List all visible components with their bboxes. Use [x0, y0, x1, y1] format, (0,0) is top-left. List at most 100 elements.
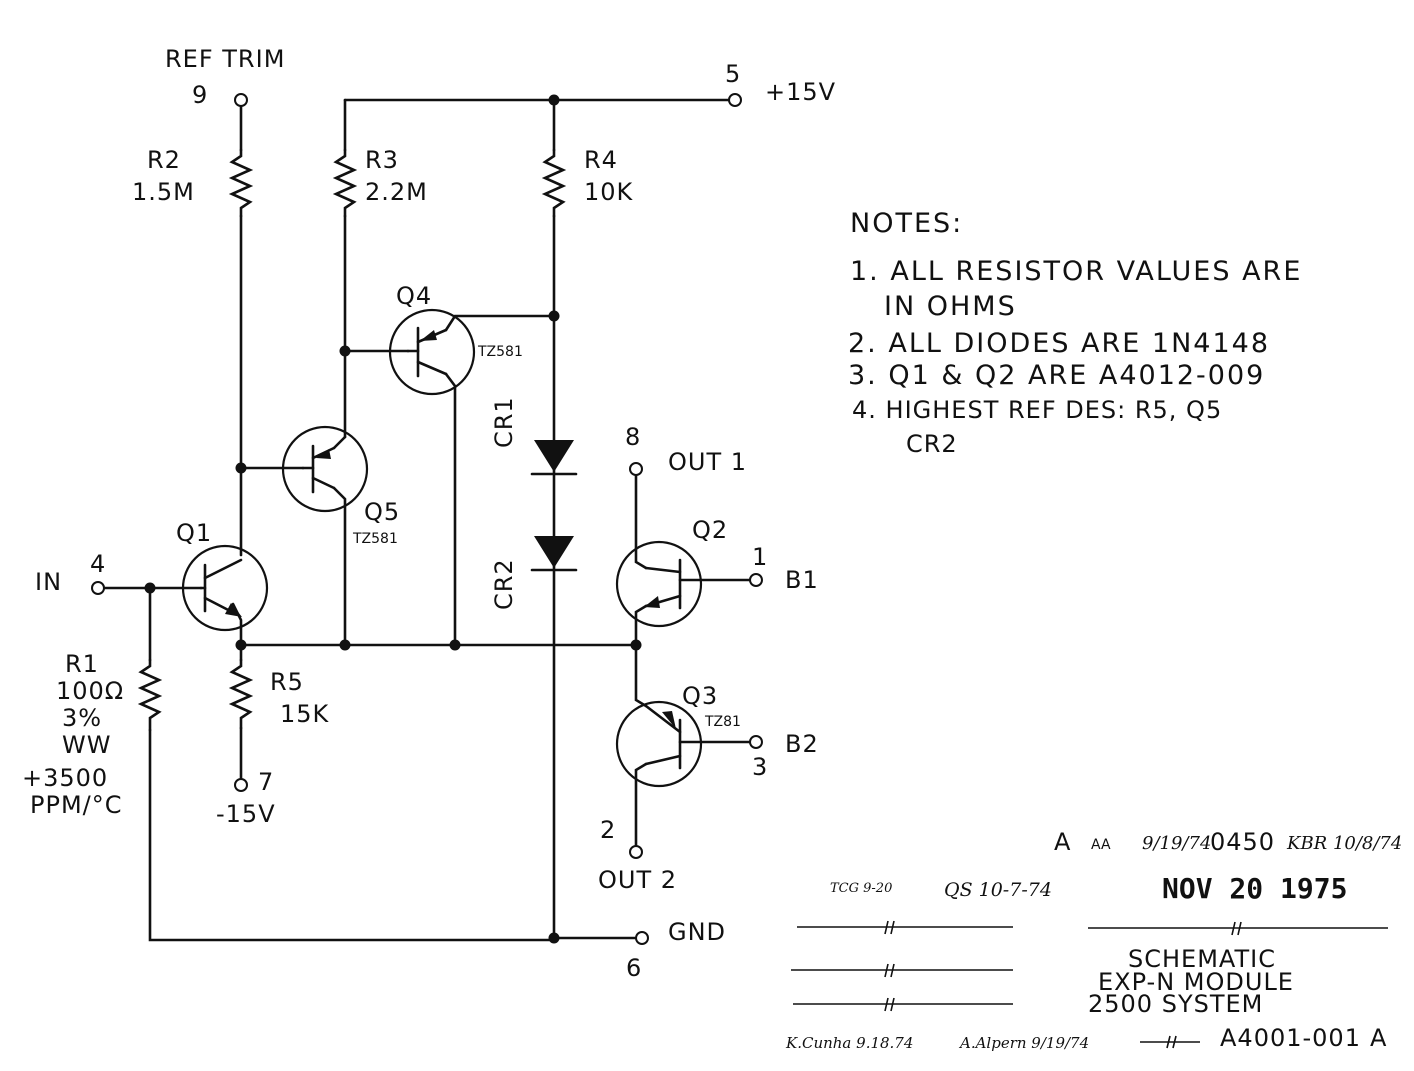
- resistor-r5-symbol: [228, 658, 254, 730]
- r1-tempco: +3500: [22, 764, 108, 792]
- wire-q4-collector: [444, 372, 457, 647]
- r5-value: 15K: [280, 700, 330, 728]
- neg15-pin-number: 7: [258, 768, 274, 796]
- r5-ref: R5: [270, 668, 304, 696]
- drawing-title-line-3: 2500 SYSTEM: [1088, 990, 1263, 1018]
- r1-tolerance: 3%: [62, 704, 102, 732]
- drawn-by: K.Cunha 9.18.74: [785, 1034, 913, 1052]
- junction-dot: [449, 639, 461, 651]
- in-pin-number: 4: [90, 550, 106, 578]
- notes-block: NOTES: 1. ALL RESISTOR VALUES ARE IN OHM…: [848, 208, 1302, 458]
- q2-ref: Q2: [692, 516, 728, 544]
- resistor-r4-symbol: [541, 148, 567, 218]
- q1-ref: Q1: [176, 519, 212, 547]
- title-line-tick: [1231, 921, 1242, 936]
- revision-letter: A: [1054, 828, 1071, 856]
- neg15-label: -15V: [216, 800, 276, 828]
- terminal-in: [91, 581, 105, 595]
- r2-value: 1.5M: [132, 178, 195, 206]
- b2-pin-number: 3: [752, 753, 768, 781]
- r1-ref: R1: [65, 650, 99, 678]
- junction-dot: [144, 582, 156, 594]
- note-4-line-2: CR2: [906, 430, 958, 458]
- drawing-title-line-2: EXP-N MODULE: [1098, 968, 1294, 996]
- in-label: IN: [35, 568, 62, 596]
- terminal-b1: [749, 573, 763, 587]
- note-4-line-1: 4. HIGHEST REF DES: R5, Q5: [852, 396, 1222, 424]
- pos15-pin-number: 5: [725, 60, 741, 88]
- transistor-q5-symbol: [281, 425, 369, 513]
- pos15-label: +15V: [765, 78, 836, 106]
- date-stamp: NOV 20 1975: [1162, 872, 1347, 905]
- terminal-neg15: [234, 778, 248, 792]
- note-1-line-1: 1. ALL RESISTOR VALUES ARE: [850, 256, 1302, 287]
- gnd-label: GND: [668, 918, 726, 946]
- cr2-ref: CR2: [490, 558, 518, 610]
- b1-pin-number: 1: [752, 543, 768, 571]
- wire-q2-emitter: [634, 604, 648, 708]
- revision-initials: KBR 10/8/74: [1286, 833, 1402, 854]
- junction-dot: [548, 310, 560, 322]
- note-2: 2. ALL DIODES ARE 1N4148: [848, 328, 1270, 359]
- notes-title: NOTES:: [850, 208, 963, 239]
- r2-ref: R2: [147, 146, 181, 174]
- ref-trim-label: REF TRIM: [165, 45, 285, 73]
- wire-r1-gnd: [148, 728, 556, 942]
- transistor-q3-symbol: [615, 700, 703, 788]
- terminal-out1: [629, 462, 643, 476]
- junction-dot: [548, 932, 560, 944]
- terminal-b2: [749, 735, 763, 749]
- junction-dot: [339, 345, 351, 357]
- terminals: [91, 93, 763, 945]
- drawing-number: A4001-001: [1220, 1024, 1361, 1052]
- revision-date: 9/19/74: [1142, 833, 1211, 854]
- terminal-pos15: [728, 93, 742, 107]
- out1-pin-number: 8: [625, 423, 641, 451]
- transistor-q4-symbol: [388, 308, 476, 396]
- out2-label: OUT 2: [598, 866, 677, 894]
- note-1-line-2: IN OHMS: [884, 291, 1017, 322]
- r3-ref: R3: [365, 146, 399, 174]
- q4-part: TZ581: [477, 344, 523, 360]
- out1-label: OUT 1: [668, 448, 747, 476]
- revision-number: 0450: [1210, 828, 1275, 856]
- r1-type: WW: [62, 731, 111, 759]
- r1-tempco-unit: PPM/°C: [30, 791, 123, 819]
- r1-value: 100Ω: [56, 677, 124, 705]
- approved-by: A.Alpern 9/19/74: [958, 1034, 1089, 1052]
- title-line-tick: [884, 920, 895, 935]
- terminal-out2: [629, 845, 643, 859]
- drawing-title-line-1: SCHEMATIC: [1128, 945, 1276, 973]
- resistor-r1-symbol: [137, 658, 163, 732]
- junction-dot: [548, 94, 560, 106]
- wire-q3-collector: [634, 762, 648, 847]
- wire-q2-collector: [634, 473, 648, 570]
- q5-part: TZ581: [352, 531, 398, 547]
- checker-signoff-2: QS 10-7-74: [944, 879, 1052, 901]
- junction-dot: [235, 462, 247, 474]
- diode-cr2-symbol: [530, 536, 578, 572]
- junction-dot: [339, 639, 351, 651]
- diode-cr1-symbol: [530, 440, 578, 476]
- dwg-line-tick: [1140, 1035, 1200, 1049]
- title-line-tick: [884, 997, 895, 1012]
- resistor-r2-symbol: [228, 148, 254, 218]
- wire-q5-emitter: [332, 486, 347, 647]
- ref-trim-pin-number: 9: [192, 81, 208, 109]
- terminal-gnd: [635, 931, 649, 945]
- transistor-q1-symbol: [181, 544, 269, 632]
- q3-ref: Q3: [682, 682, 718, 710]
- transistor-q2-symbol: [615, 540, 703, 628]
- q5-ref: Q5: [364, 498, 400, 526]
- junction-dot: [630, 639, 642, 651]
- b2-label: B2: [785, 730, 819, 758]
- revision-code: AA: [1091, 837, 1111, 853]
- terminal-ref-trim: [234, 93, 248, 107]
- title-block: A AA 9/19/74 0450 KBR 10/8/74 TCG 9-20 Q…: [785, 828, 1402, 1052]
- gnd-pin-number: 6: [626, 954, 642, 982]
- r4-value: 10K: [584, 178, 634, 206]
- r4-ref: R4: [584, 146, 618, 174]
- r3-value: 2.2M: [365, 178, 428, 206]
